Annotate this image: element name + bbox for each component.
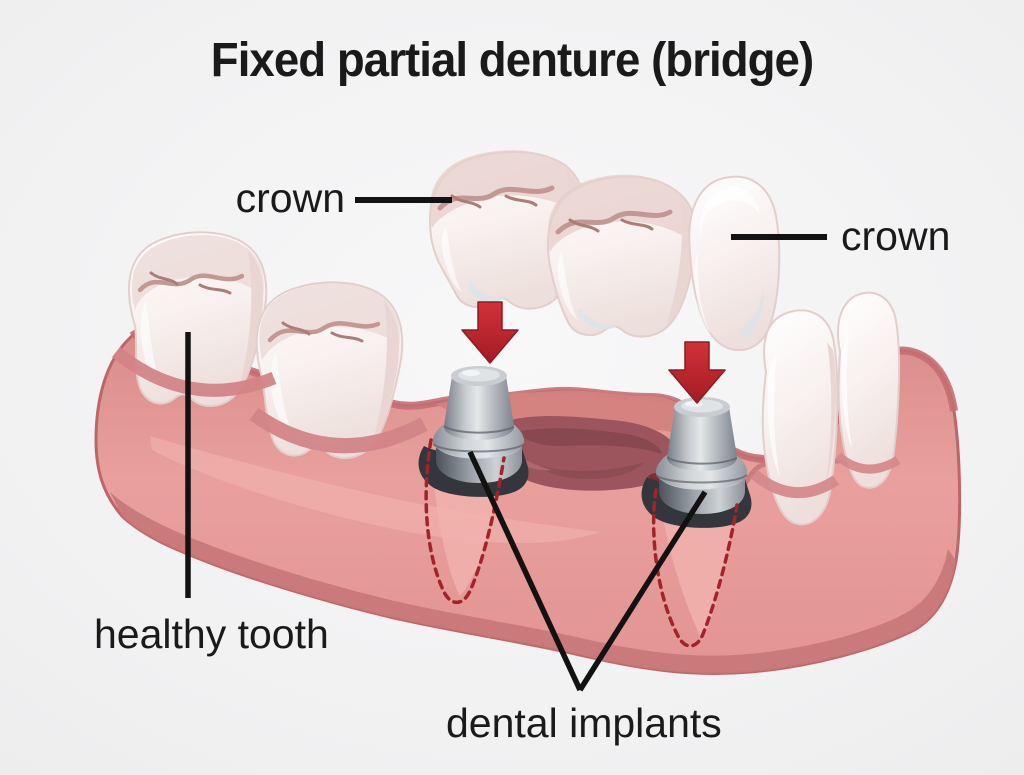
label-crown-right: crown	[841, 213, 951, 259]
tooth-highlight	[441, 226, 462, 292]
bridge-crown-right	[688, 175, 781, 351]
tooth-highlight	[767, 352, 780, 478]
implant-root-outline-left	[424, 438, 506, 605]
bridge-crown-middle	[546, 174, 698, 338]
occlusal-shade	[131, 235, 264, 310]
healthy-molar-2	[255, 281, 404, 459]
healthy-teeth-right	[750, 291, 901, 526]
right-tooth-back	[837, 291, 901, 489]
recess-shade-top	[516, 428, 662, 454]
cervical-reflection	[468, 280, 508, 302]
fissure	[137, 273, 245, 293]
fissure-dark	[568, 218, 654, 233]
healthy-teeth-left	[111, 231, 428, 459]
implant-root-outline-right	[651, 488, 739, 648]
pointer-line-implant-left	[467, 450, 583, 692]
cervical-reflection	[740, 288, 764, 340]
diagram-title: Fixed partial denture (bridge)	[210, 34, 814, 87]
tooth-highlight	[699, 187, 760, 240]
recess-shade-bottom	[540, 462, 644, 480]
fissure-dark	[149, 271, 232, 295]
gum-collar-molar-1	[111, 346, 277, 397]
side-shade	[238, 250, 264, 390]
cervical-reflection	[578, 308, 620, 330]
side-shade	[824, 342, 837, 494]
gum-collar-right-1	[750, 469, 840, 498]
pointer-line-implant-right	[577, 490, 708, 692]
tooth-highlight	[140, 300, 160, 382]
tooth-highlight	[841, 330, 852, 448]
tooth-highlight	[557, 252, 578, 320]
side-shade	[666, 198, 696, 326]
fissure-dark	[281, 321, 364, 343]
tooth-highlight-side	[694, 250, 712, 334]
occlusal-shade	[259, 283, 400, 360]
label-dental-implants: dental implants	[446, 700, 722, 746]
bridge	[428, 150, 781, 351]
side-shade	[372, 300, 400, 443]
down-arrow-left-icon	[461, 301, 519, 364]
right-tooth-front	[761, 309, 839, 526]
gum-collar-molar-2	[249, 407, 428, 454]
fissure-dark	[450, 194, 538, 209]
down-arrow-right-icon	[668, 341, 726, 404]
gum-collar-right-2	[835, 452, 901, 474]
gum-underside-shade	[110, 492, 956, 674]
label-crown-left: crown	[235, 175, 345, 221]
tooth-highlight	[270, 352, 292, 432]
healthy-molar-1	[128, 231, 268, 407]
label-healthy-tooth: healthy tooth	[94, 611, 329, 657]
fissure	[267, 321, 381, 343]
